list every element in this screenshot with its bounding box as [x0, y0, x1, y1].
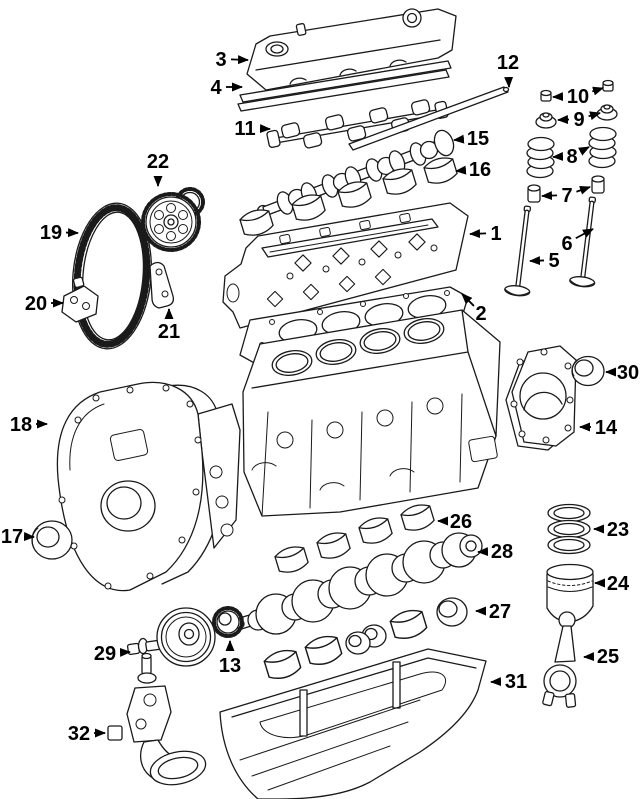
callout-leader-1: [469, 229, 487, 239]
front-crank-seal-part: [31, 520, 73, 560]
callout-label-22: 22: [147, 151, 169, 173]
cam-timing-gear-part: [141, 187, 205, 252]
timing-cover-part: [56, 381, 241, 592]
callout-leader-7: [541, 191, 558, 201]
callout-leader-5: [529, 256, 545, 266]
chain-tensioner-part: [61, 276, 99, 323]
callout-label-5: 5: [548, 250, 559, 272]
valve-cover-gasket-part: [237, 60, 452, 112]
callout-label-12: 12: [497, 52, 519, 74]
callout-leader-8: [578, 146, 590, 156]
callout-leader-2: [461, 293, 475, 307]
piston-part: [546, 563, 594, 623]
callout-leader-10: [592, 86, 604, 96]
callout-label-7: 7: [561, 185, 572, 207]
callout-leader-15: [453, 134, 465, 144]
callout-label-15: 15: [467, 128, 489, 150]
callout-label-17: 17: [1, 526, 23, 548]
callout-label-25: 25: [597, 646, 619, 668]
callout-label-10: 10: [567, 86, 589, 108]
rear-seal-retainer-part: [505, 345, 577, 451]
callout-label-29: 29: [94, 643, 116, 665]
callout-leader-3: [230, 55, 249, 65]
callout-label-3: 3: [215, 49, 226, 71]
callout-label-1: 1: [490, 223, 501, 245]
oil-pump-part: [107, 652, 207, 786]
valves-part: [503, 195, 606, 298]
callout-label-32: 32: [68, 723, 90, 745]
callout-label-11: 11: [234, 118, 255, 140]
callout-label-28: 28: [491, 541, 513, 563]
callout-label-4: 4: [210, 77, 222, 99]
engine-art: [31, 8, 618, 799]
crank-pulley-part: [126, 607, 216, 667]
callout-label-14: 14: [595, 417, 618, 439]
cylinder-head-part: [222, 202, 469, 329]
lower-main-bearings-part: [262, 597, 468, 683]
crank-gear-part: [212, 606, 244, 638]
pushrod-part: [348, 86, 510, 151]
valve-cover-part: [246, 8, 457, 91]
piston-rings-part: [547, 503, 591, 555]
rear-main-seal-part: [571, 355, 605, 387]
connecting-rod-part: [542, 611, 577, 708]
callout-label-21: 21: [158, 321, 180, 343]
callout-layer: 1234567891011121314151617181920212223242…: [1, 49, 639, 745]
callout-label-27: 27: [489, 601, 511, 623]
callout-label-8: 8: [566, 146, 577, 168]
callout-leader-9: [557, 115, 570, 125]
callout-label-6: 6: [561, 233, 572, 255]
callout-label-16: 16: [469, 159, 491, 181]
callout-label-30: 30: [617, 362, 639, 384]
callout-label-24: 24: [607, 573, 630, 595]
timing-chain-part: [71, 202, 153, 350]
chain-guide-part: [149, 261, 175, 309]
callout-leader-16: [455, 165, 467, 175]
callout-label-26: 26: [450, 511, 472, 533]
callout-leader-9: [588, 111, 601, 121]
callout-leader-6: [575, 228, 594, 240]
oil-pan-part: [219, 648, 487, 799]
callout-leader-7: [576, 186, 591, 195]
callout-label-9: 9: [573, 109, 584, 131]
callout-label-31: 31: [505, 671, 527, 693]
callout-label-19: 19: [40, 222, 62, 244]
callout-label-20: 20: [25, 293, 47, 315]
callout-label-13: 13: [219, 655, 241, 677]
engine-block-part: [242, 309, 501, 517]
callout-label-2: 2: [475, 303, 486, 325]
callout-label-18: 18: [10, 414, 32, 436]
callout-label-23: 23: [607, 519, 629, 541]
